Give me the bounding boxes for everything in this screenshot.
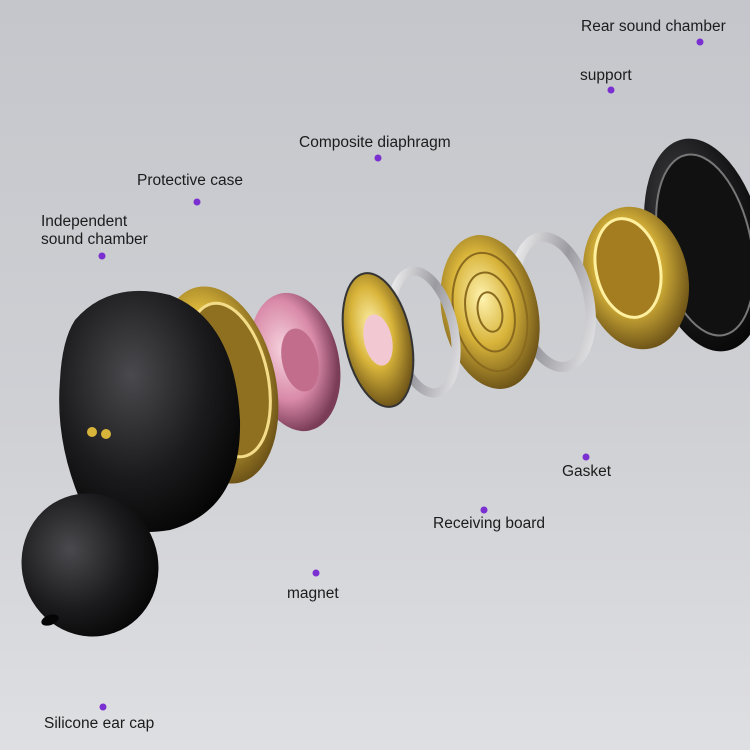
label-independent-sound-chamber: Independent sound chamber	[41, 213, 148, 249]
label-support: support	[580, 67, 632, 84]
leader-dot	[99, 703, 107, 711]
label-line: Independent	[41, 213, 128, 230]
silicone-ear-cap-part	[21, 493, 159, 637]
leader-dot	[582, 453, 590, 461]
label-line: sound chamber	[41, 231, 148, 248]
label-receiving-board: Receiving board	[433, 515, 546, 532]
composite-diaphragm-part	[341, 272, 415, 408]
leader-lines	[101, 42, 701, 707]
leader-dot	[696, 38, 704, 46]
leader-dot	[607, 86, 615, 94]
leader-dot	[374, 154, 382, 162]
label-magnet: magnet	[287, 585, 339, 602]
leader-dot	[98, 252, 106, 260]
label-protective-case: Protective case	[137, 172, 243, 189]
leader-dot	[312, 569, 320, 577]
leader-dot	[480, 506, 488, 514]
label-silicone-ear-cap: Silicone ear cap	[44, 715, 155, 732]
independent-sound-chamber-part	[59, 290, 241, 532]
label-rear-sound-chamber: Rear sound chamber	[581, 18, 726, 35]
leader-dot	[193, 198, 201, 206]
leader-dots	[98, 38, 704, 711]
label-composite-diaphragm: Composite diaphragm	[299, 134, 451, 151]
support-part	[582, 206, 690, 350]
label-gasket: Gasket	[562, 463, 612, 480]
